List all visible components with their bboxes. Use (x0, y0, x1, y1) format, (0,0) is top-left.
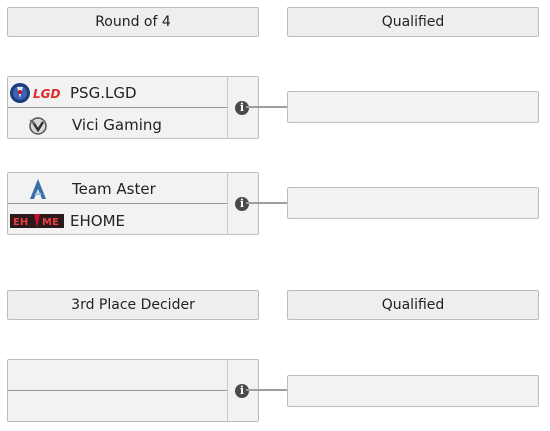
match-3-team-2[interactable] (8, 392, 228, 423)
match-3: i (7, 359, 259, 422)
match-2-team-1[interactable]: Team Aster (8, 173, 228, 204)
team-name: Vici Gaming (72, 115, 162, 134)
header-round-of-4: Round of 4 (7, 7, 259, 37)
header-qualified-bottom-label: Qualified (381, 297, 445, 313)
connector-line (246, 389, 288, 391)
svg-text:ME: ME (42, 217, 59, 228)
info-icon[interactable]: i (235, 196, 249, 211)
match-1-team-1[interactable]: LGD PSG.LGD (8, 77, 228, 108)
header-round-of-4-label: Round of 4 (95, 14, 171, 30)
svg-text:LGD: LGD (33, 87, 60, 101)
connector-line (246, 202, 288, 204)
team-name: PSG.LGD (70, 83, 137, 102)
header-third-place-label: 3rd Place Decider (71, 297, 195, 313)
divider (8, 107, 258, 108)
info-icon[interactable]: i (235, 383, 249, 398)
info-icon[interactable]: i (235, 100, 249, 115)
match-1-team-2[interactable]: Vici Gaming (8, 109, 228, 140)
svg-text:EH: EH (13, 217, 28, 228)
divider (8, 203, 258, 204)
match-1: LGD PSG.LGD Vici Gaming i (7, 76, 259, 139)
vici-gaming-logo (8, 113, 64, 137)
header-qualified-top: Qualified (287, 7, 539, 37)
match-2-team-2[interactable]: EH ME EHOME (8, 205, 228, 236)
ehome-logo: EH ME (8, 209, 64, 233)
match-3-team-1[interactable] (8, 360, 228, 391)
header-third-place: 3rd Place Decider (7, 290, 259, 320)
result-box-3 (287, 375, 539, 407)
team-name: EHOME (70, 211, 125, 230)
team-name: Team Aster (72, 179, 156, 198)
match-2-info[interactable]: i (227, 173, 258, 234)
psg-lgd-logo: LGD (8, 81, 64, 105)
header-qualified-bottom: Qualified (287, 290, 539, 320)
divider (8, 390, 258, 391)
match-2: Team Aster EH ME EHOME i (7, 172, 259, 235)
header-qualified-top-label: Qualified (381, 14, 445, 30)
result-box-2 (287, 187, 539, 219)
connector-line (246, 106, 288, 108)
result-box-1 (287, 91, 539, 123)
team-aster-logo (8, 177, 64, 201)
